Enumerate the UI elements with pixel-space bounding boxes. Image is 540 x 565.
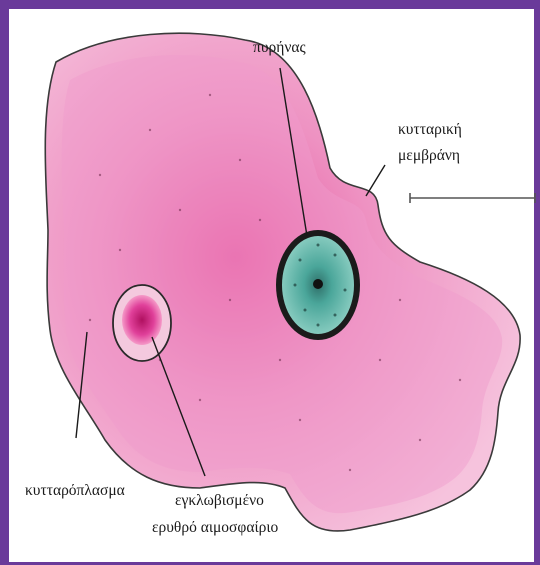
- red-blood-cell: [122, 295, 162, 345]
- membrane-leader: [366, 165, 385, 196]
- cytoplasm-label: κυτταρόπλασμα: [25, 482, 125, 499]
- membrane-label-line1: κυτταρική: [398, 121, 462, 138]
- nucleus-label: πυρήνας: [253, 39, 306, 56]
- scale-bar: [410, 193, 535, 203]
- rbc-label-line1: εγκλωβισμένο: [175, 492, 264, 509]
- rbc-label-line2: ερυθρό αιμοσφαίριο: [152, 519, 279, 536]
- membrane-label-line2: μεμβράνη: [398, 147, 460, 164]
- nucleolus: [313, 279, 323, 289]
